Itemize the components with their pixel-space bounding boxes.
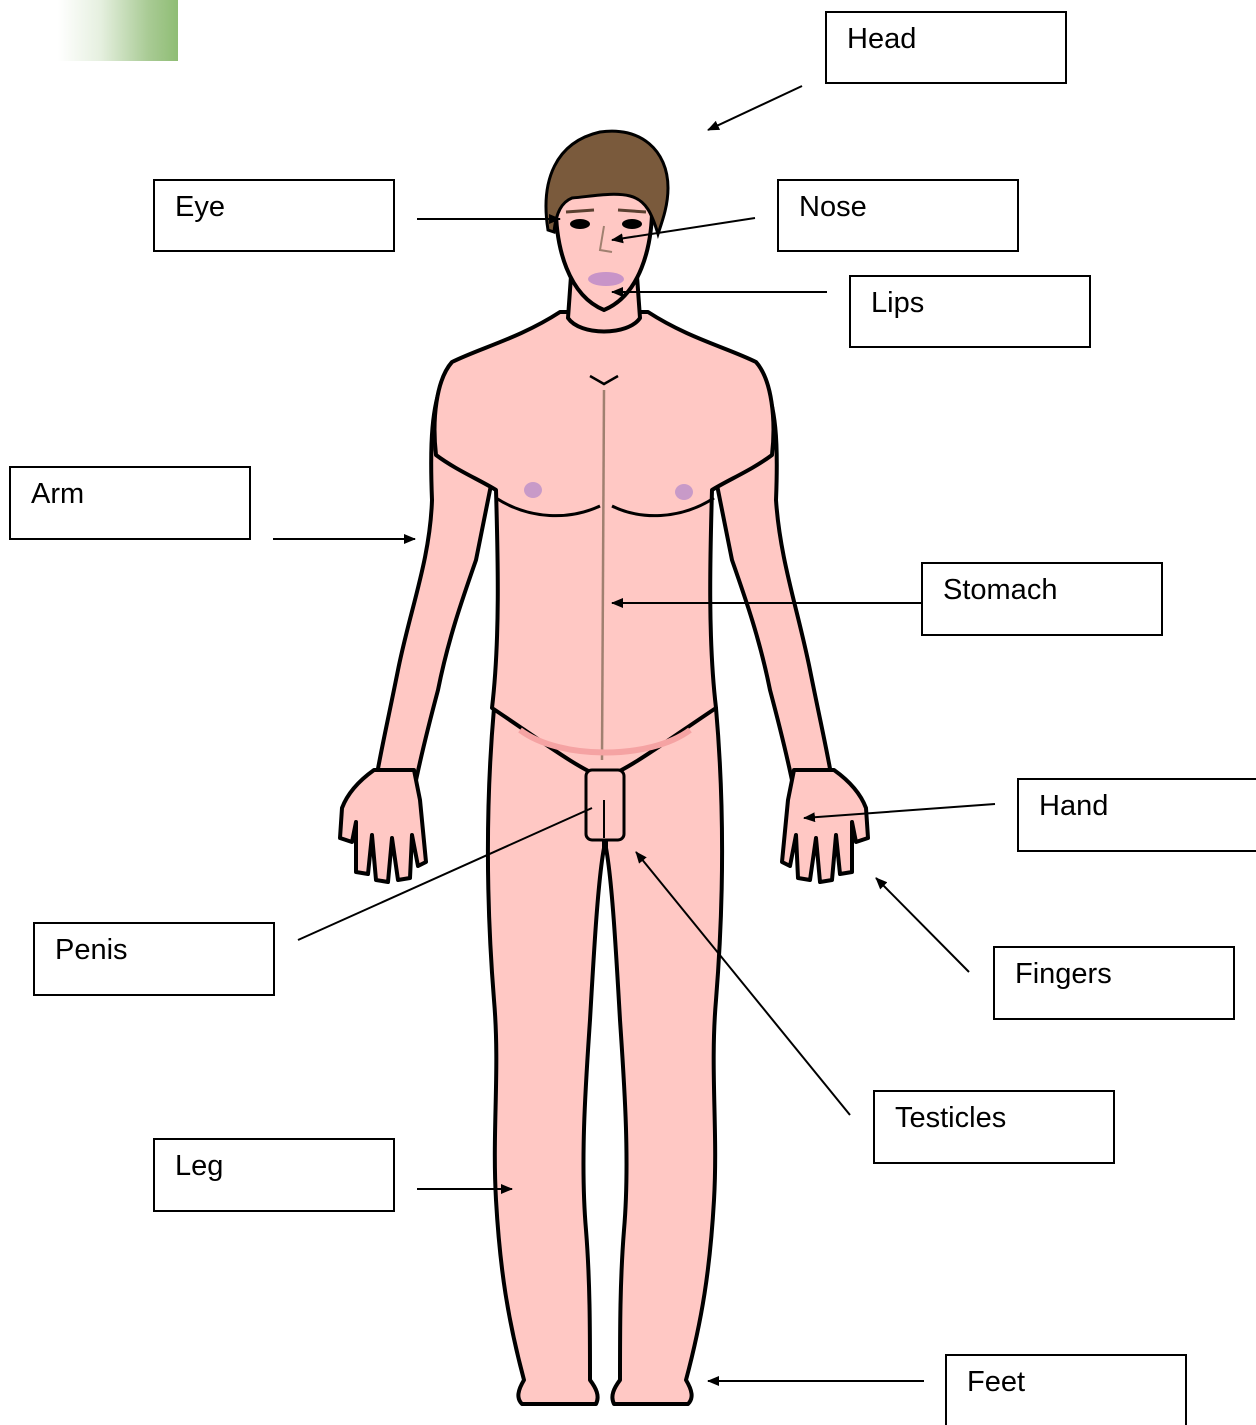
label-fingers: Fingers [1015, 960, 1112, 989]
label-leg: Leg [175, 1152, 223, 1181]
label-head: Head [847, 25, 916, 54]
label-box-fingers: Fingers [993, 946, 1235, 1020]
label-box-hand: Hand [1017, 778, 1256, 852]
left-hand [340, 770, 426, 882]
label-penis: Penis [55, 936, 128, 965]
label-box-leg: Leg [153, 1138, 395, 1212]
label-box-nose: Nose [777, 179, 1019, 252]
label-box-testicles: Testicles [873, 1090, 1115, 1164]
label-box-head: Head [825, 11, 1067, 84]
label-arm: Arm [31, 480, 84, 509]
label-feet: Feet [967, 1368, 1025, 1397]
label-nose: Nose [799, 193, 867, 222]
label-stomach: Stomach [943, 576, 1057, 605]
label-lips: Lips [871, 289, 924, 318]
label-box-arm: Arm [9, 466, 251, 540]
label-box-lips: Lips [849, 275, 1091, 348]
right-hand [782, 770, 868, 882]
label-box-feet: Feet [945, 1354, 1187, 1425]
label-box-stomach: Stomach [921, 562, 1163, 636]
label-testicles: Testicles [895, 1104, 1006, 1133]
label-box-eye: Eye [153, 179, 395, 252]
label-box-penis: Penis [33, 922, 275, 996]
head-pointer [708, 86, 802, 130]
fingers-pointer [876, 878, 969, 972]
human-figure [340, 131, 868, 1404]
label-eye: Eye [175, 193, 225, 222]
label-hand: Hand [1039, 792, 1108, 821]
